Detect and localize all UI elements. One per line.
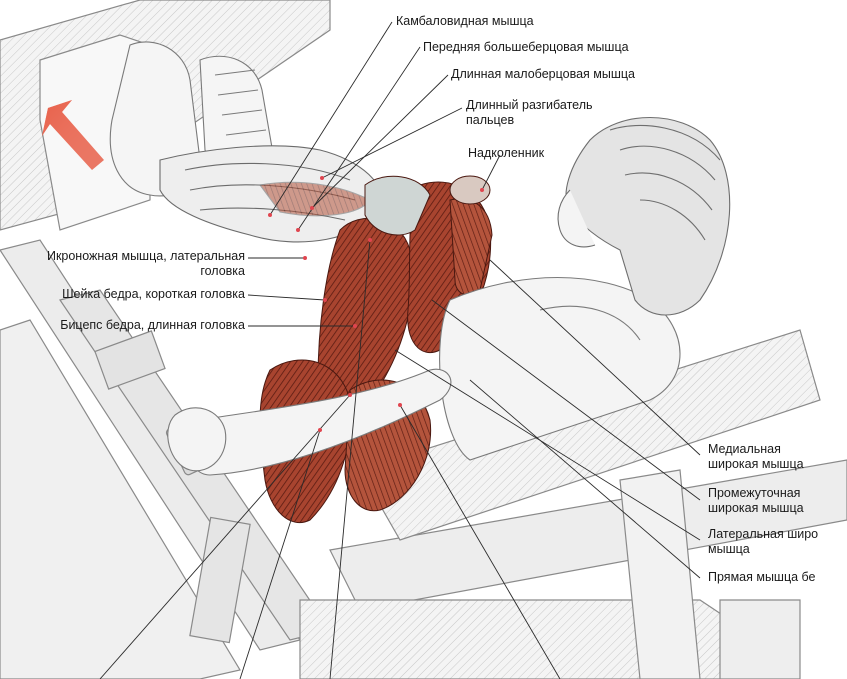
marker-dots bbox=[268, 176, 484, 432]
label-vastus-lateralis: Латеральная широ мышца bbox=[708, 527, 819, 556]
label-gastrocnemius-lateral: Икроножная мышца, латеральная головка bbox=[46, 249, 245, 278]
label-tibialis-anterior: Передняя большеберцовая мышца bbox=[423, 40, 629, 54]
label-extensor-digitorum: Длинный разгибатель пальцев bbox=[466, 98, 593, 127]
label-patella: Надколенник bbox=[468, 146, 545, 160]
label-biceps-long: Бицепс бедра, длинная головка bbox=[60, 318, 245, 332]
push-arrow-icon bbox=[42, 100, 104, 170]
torso bbox=[167, 277, 681, 476]
label-biceps-short: Шейка бедра, короткая головка bbox=[62, 287, 245, 301]
label-soleus: Камбаловидная мышца bbox=[396, 14, 534, 28]
label-vastus-medialis: Медиальная широкая мышца bbox=[708, 442, 804, 471]
label-peroneus-longus: Длинная малоберцовая мышца bbox=[451, 67, 635, 81]
leader-lines bbox=[99, 21, 701, 679]
head bbox=[557, 117, 731, 316]
lower-leg bbox=[159, 145, 383, 243]
label-vastus-intermedius: Промежуточная широкая мышца bbox=[708, 486, 804, 515]
label-rectus-femoris: Прямая мышца бе bbox=[708, 570, 816, 584]
